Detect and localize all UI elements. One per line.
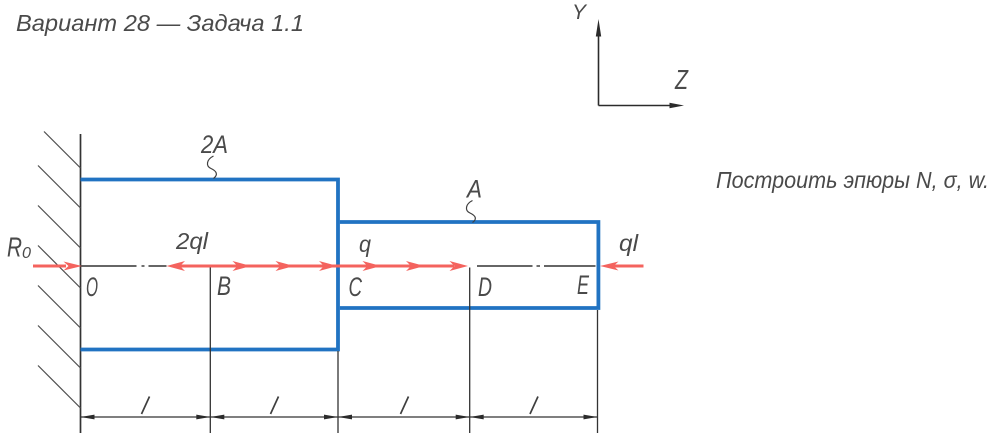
svg-text:Построить эпюры N, σ, w.: Построить эпюры N, σ, w.: [716, 167, 989, 193]
svg-text:Z: Z: [674, 64, 688, 95]
svg-text:q: q: [359, 231, 371, 257]
svg-text:A: A: [465, 176, 482, 204]
svg-text:E: E: [577, 270, 590, 300]
svg-text:D: D: [478, 272, 492, 302]
svg-text:2A: 2A: [200, 131, 228, 159]
svg-text:Y: Y: [572, 1, 588, 24]
svg-text:0: 0: [22, 245, 31, 262]
svg-text:2ql: 2ql: [175, 228, 209, 254]
svg-text:ql: ql: [619, 230, 639, 256]
svg-text:R: R: [7, 232, 22, 263]
svg-text:Вариант 28 — Задача 1.1: Вариант 28 — Задача 1.1: [16, 10, 304, 36]
svg-text:C: C: [349, 272, 363, 302]
svg-text:O: O: [86, 272, 98, 302]
svg-text:B: B: [217, 271, 231, 301]
